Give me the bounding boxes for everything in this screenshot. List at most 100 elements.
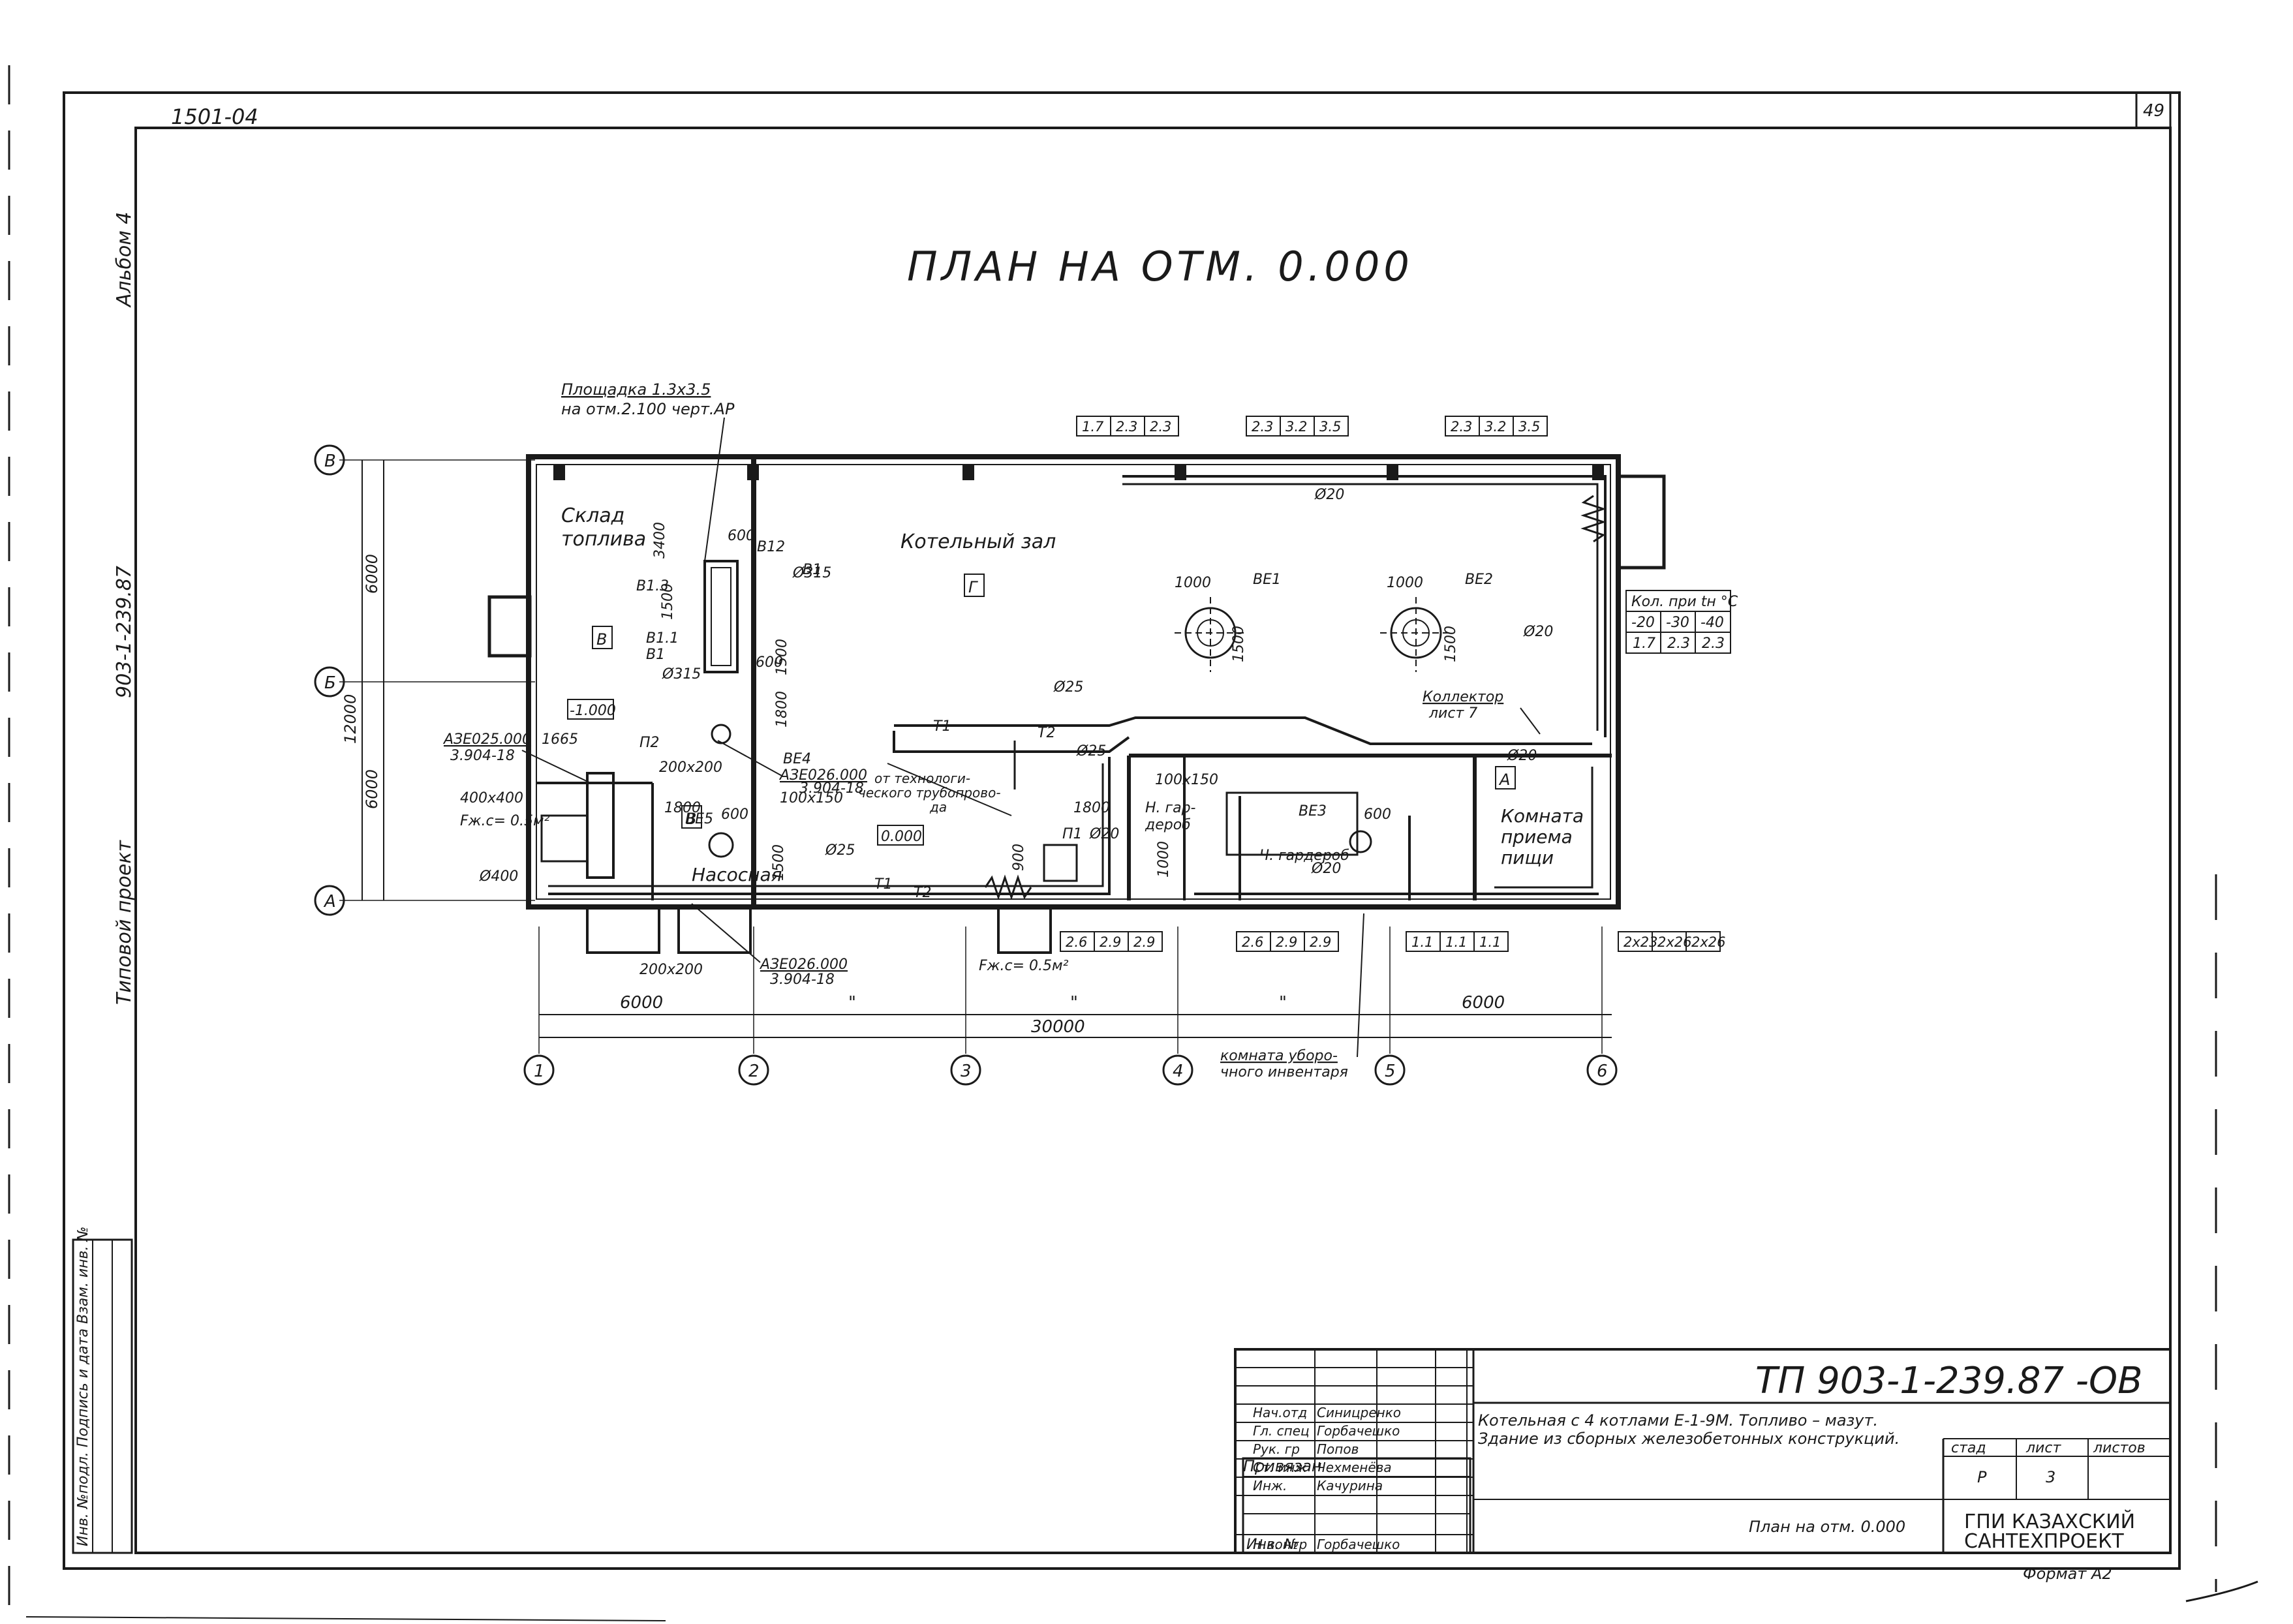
svg-text:В12: В12 bbox=[757, 539, 785, 555]
svg-text:комната уборо-: комната уборо- bbox=[1220, 1048, 1338, 1064]
svg-text:200х200: 200х200 bbox=[639, 962, 703, 978]
svg-text:П1: П1 bbox=[1062, 826, 1083, 842]
svg-text:В1: В1 bbox=[646, 647, 665, 663]
svg-text:Ø25: Ø25 bbox=[1053, 679, 1083, 696]
room-pump: Насосная bbox=[692, 864, 782, 885]
axis-label: В bbox=[324, 452, 336, 471]
svg-text:1800: 1800 bbox=[664, 800, 701, 816]
radiator-tag-cell bbox=[1314, 416, 1349, 437]
signature-role: Ст. инж bbox=[1253, 1460, 1306, 1475]
equipment-labels: ВЕ1 ВЕ2 ВЕ3 ВЕ4 ВЕ5 В1 В1.1 В1.3 В12 В1 … bbox=[460, 487, 1553, 978]
axis-bubble bbox=[523, 1054, 555, 1086]
vent-shafts bbox=[540, 560, 1452, 882]
svg-text:Т1: Т1 bbox=[874, 876, 892, 893]
radiator-tag-cell bbox=[1128, 931, 1163, 952]
svg-text:Площадка 1.3х3.5: Площадка 1.3х3.5 bbox=[561, 380, 711, 399]
axis-bubble bbox=[1586, 1054, 1618, 1086]
sheet-code-top: 1501-04 bbox=[171, 104, 258, 129]
svg-text:3.904-18: 3.904-18 bbox=[450, 748, 515, 764]
svg-text:В: В bbox=[686, 810, 696, 828]
album-label: Альбом 4 bbox=[113, 212, 136, 309]
svg-text:да: да bbox=[929, 799, 947, 815]
svg-text:3400: 3400 bbox=[652, 522, 668, 559]
dim-left-total: 12000 bbox=[341, 694, 360, 744]
svg-text:Коллектор: Коллектор bbox=[1423, 689, 1503, 705]
svg-text:900: 900 bbox=[1011, 844, 1027, 871]
svg-text:П2: П2 bbox=[639, 735, 660, 751]
axis-bubble bbox=[314, 666, 345, 697]
radiator-tag-cell bbox=[1473, 931, 1509, 952]
signature-role: Нач.отд bbox=[1253, 1405, 1307, 1420]
inv-label: Инв. № bbox=[1246, 1537, 1299, 1553]
svg-text:-1.000: -1.000 bbox=[570, 703, 616, 719]
svg-text:600: 600 bbox=[1364, 806, 1391, 823]
pipeline-note: от технологи- ческого трубопрово- да bbox=[858, 763, 1012, 816]
svg-text:А: А bbox=[1498, 771, 1510, 789]
typical-project-label: Типовой проект bbox=[113, 840, 136, 1005]
svg-text:Т2: Т2 bbox=[914, 885, 931, 901]
svg-text:на отм.2.100 черт.АР: на отм.2.100 черт.АР bbox=[561, 400, 735, 418]
dimension-lines bbox=[339, 459, 1612, 1054]
svg-text:Ø25: Ø25 bbox=[1076, 743, 1106, 759]
signature-name: Попов bbox=[1317, 1441, 1359, 1457]
svg-text:600: 600 bbox=[728, 528, 755, 544]
svg-text:Ø20: Ø20 bbox=[1311, 861, 1341, 877]
stage-header-sheet: лист bbox=[2025, 1440, 2061, 1456]
dim-left-1: 6000 bbox=[363, 554, 381, 594]
svg-text:1500: 1500 bbox=[660, 583, 676, 620]
plan-title: ПЛАН НА ОТМ. 0.000 bbox=[907, 243, 1413, 290]
level-marks: -1.000 0.000 bbox=[567, 699, 924, 846]
dim-bottom-2: " bbox=[848, 993, 856, 1013]
svg-text:1000: 1000 bbox=[1156, 841, 1172, 878]
axis-bubble bbox=[1374, 1054, 1406, 1086]
sheet-name: План на отм. 0.000 bbox=[1749, 1518, 1905, 1536]
svg-text:Ø20: Ø20 bbox=[1523, 624, 1553, 640]
title-block bbox=[1234, 1348, 2172, 1554]
svg-text:В1: В1 bbox=[803, 562, 822, 578]
axis-label: 5 bbox=[1385, 1062, 1396, 1081]
radiator-tag-value: 3.5 bbox=[1319, 419, 1341, 435]
svg-text:Fж.с= 0.5м²: Fж.с= 0.5м² bbox=[460, 813, 550, 829]
signature-role: Гл. спец bbox=[1253, 1423, 1310, 1439]
signature-name: Чехменёва bbox=[1317, 1460, 1392, 1475]
radiator-tag-value: 1.1 bbox=[1479, 934, 1501, 950]
catalog-refs: АЗЕ025.000 3.904-18 АЗЕ026.000 3.904-18 … bbox=[442, 731, 867, 988]
side-stamp-text: Инв. №подл. Подпись и дата Взам. инв. № bbox=[75, 1227, 91, 1546]
svg-text:Т1: Т1 bbox=[933, 718, 951, 735]
inventory-note: комната уборо- чного инвентаря bbox=[1220, 913, 1364, 1080]
radiator-tag-cell bbox=[1304, 931, 1339, 952]
svg-text:1500: 1500 bbox=[774, 639, 790, 675]
axis-bubble bbox=[1162, 1054, 1193, 1086]
radiator-tag-value: 2.6 bbox=[1242, 934, 1263, 950]
radiator-tag-value: 3.2 bbox=[1485, 419, 1506, 435]
svg-text:АЗЕ026.000: АЗЕ026.000 bbox=[778, 767, 867, 784]
room-category-letters: В Г В А bbox=[592, 574, 1516, 829]
svg-text:1000: 1000 bbox=[1175, 575, 1211, 591]
dim-left-2: 6000 bbox=[363, 769, 381, 809]
temp-table-header: Кол. при tн °С bbox=[1631, 594, 1738, 610]
project-code-side: 903-1-239.87 bbox=[113, 566, 136, 698]
svg-text:1500: 1500 bbox=[1443, 626, 1459, 662]
svg-text:100х150: 100х150 bbox=[780, 790, 843, 806]
axis-label: 1 bbox=[534, 1062, 545, 1081]
signature-name: Синицренко bbox=[1317, 1405, 1401, 1420]
side-stamp: Инв. №подл. Подпись и дата Взам. инв. № bbox=[72, 1227, 133, 1554]
dim-bottom-3: " bbox=[1070, 993, 1078, 1013]
radiator-tag-value: 2.3 bbox=[1252, 419, 1273, 435]
dim-bottom-4: " bbox=[1279, 993, 1287, 1013]
svg-text:Ø400: Ø400 bbox=[479, 868, 518, 885]
temp-col-2: -30 bbox=[1666, 615, 1689, 631]
temp-val-3: 2.3 bbox=[1702, 636, 1725, 652]
room-boiler-hall: Котельный зал bbox=[900, 530, 1056, 553]
temp-col-1: -20 bbox=[1631, 615, 1655, 631]
signature-name: Качурина bbox=[1317, 1478, 1383, 1494]
svg-text:1000: 1000 bbox=[1387, 575, 1423, 591]
temperature-table: Кол. при tн °С -20 -30 -40 1.7 2.3 2.3 bbox=[1625, 590, 1738, 654]
svg-text:В1.3: В1.3 bbox=[636, 578, 669, 594]
svg-text:600: 600 bbox=[721, 806, 748, 823]
svg-text:Т2: Т2 bbox=[1038, 725, 1055, 741]
title-block-code: ТП 903-1-239.87 -ОВ bbox=[1755, 1360, 2143, 1402]
